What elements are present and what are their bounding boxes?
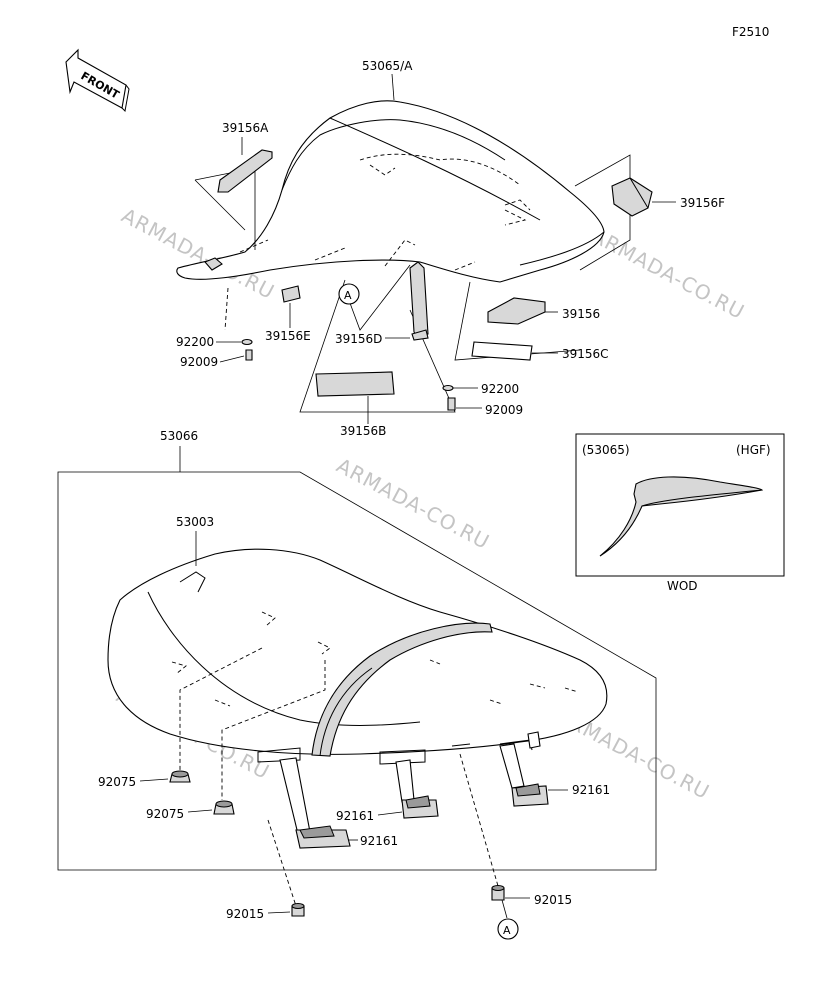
figure-code: F2510 [732, 25, 769, 39]
variant-caption: WOD [667, 579, 698, 593]
part-label-39156e: 39156E [265, 329, 311, 343]
part-label-92161-left: 92161 [360, 834, 398, 848]
grommet-92075-a: 92075 [98, 770, 191, 789]
part-label-53003: 53003 [176, 515, 214, 529]
watermark: ARMADA-CO.RU [333, 453, 494, 554]
part-label-92161-right: 92161 [572, 783, 610, 797]
part-label-92015-right: 92015 [534, 893, 572, 907]
variant-box: (53065) (HGF) WOD [575, 433, 785, 593]
reference-a-top: A [338, 283, 360, 305]
part-label-39156f: 39156F [680, 196, 725, 210]
fastener-left: 92200 92009 [176, 335, 253, 369]
pad-39156a: 39156A [217, 121, 273, 193]
part-label-39156d: 39156D [335, 332, 382, 346]
part-label-39156: 39156 [562, 307, 600, 321]
hook-92161-right: 92161 [499, 743, 610, 807]
collar-92015-left: 92015 [226, 819, 305, 921]
pad-39156c: 39156C [471, 341, 609, 361]
pad-39156f: 39156F [611, 177, 725, 217]
pad-39156d: 39156D [335, 261, 429, 346]
part-label-92200-right: 92200 [481, 382, 519, 396]
part-label-92009-left: 92009 [180, 355, 218, 369]
pad-39156b: 39156B [315, 371, 395, 438]
part-label-92009-right: 92009 [485, 403, 523, 417]
variant-left-text: (53065) [582, 443, 630, 457]
ref-a-top-label: A [344, 289, 352, 302]
part-label-92161-mid: 92161 [336, 809, 374, 823]
hook-92161-left: 92161 [279, 757, 398, 849]
part-label-92075-a: 92075 [98, 775, 136, 789]
part-label-39156b: 39156B [340, 424, 386, 438]
part-label-92015-left: 92015 [226, 907, 264, 921]
part-label-39156c: 39156C [562, 347, 609, 361]
seat-cover-assembly: 53065/A [176, 59, 631, 413]
part-label-92200-left: 92200 [176, 335, 214, 349]
reference-a-bottom: A [497, 918, 519, 940]
collar-92015-right: 92015 [459, 753, 572, 919]
seat-body [107, 548, 608, 755]
watermark: ARMADA-CO.RU [588, 223, 749, 324]
part-label-53065a: 53065/A [362, 59, 413, 73]
seat-assembly: 53066 53003 [57, 429, 657, 871]
part-label-92075-b: 92075 [146, 807, 184, 821]
ref-a-bottom-label: A [503, 924, 511, 937]
variant-right-text: (HGF) [736, 443, 771, 457]
part-label-39156a: 39156A [222, 121, 269, 135]
part-label-53066: 53066 [160, 429, 198, 443]
hook-92161-mid: 92161 [336, 759, 439, 823]
pad-39156e: 39156E [265, 285, 311, 343]
grommet-92075-b: 92075 [146, 800, 235, 821]
front-arrow-icon: FRONT [65, 48, 130, 113]
fastener-right: 92200 92009 [442, 382, 523, 417]
pad-39156: 39156 [487, 297, 600, 325]
